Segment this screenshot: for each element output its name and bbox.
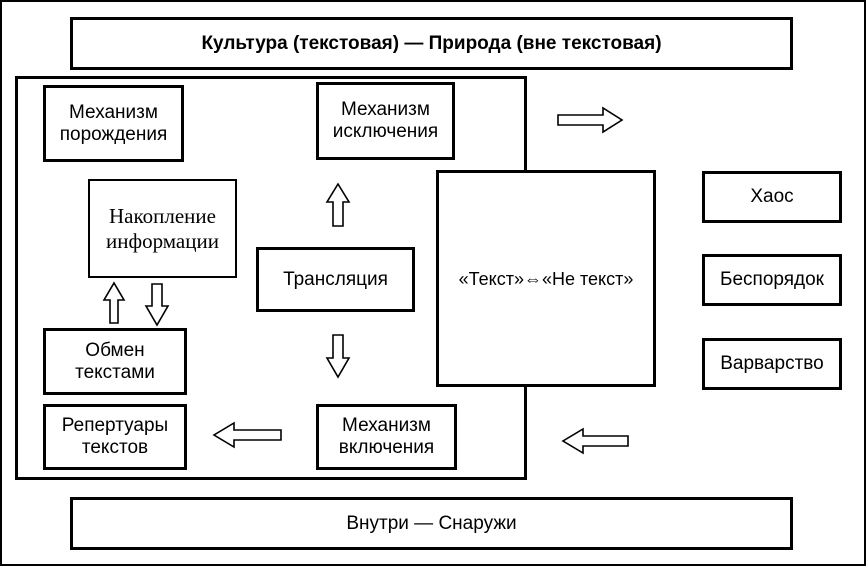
repertoires-box: Репертуары текстов bbox=[43, 404, 187, 470]
mechanism-exclusion-label: Механизм исключения bbox=[332, 99, 439, 142]
exchange-label: Обмен текстами bbox=[75, 339, 155, 383]
translation-label: Трансляция bbox=[283, 268, 388, 290]
mechanism-exclusion-box: Механизм исключения bbox=[316, 82, 455, 160]
mechanism-inclusion-label: Механизм включения bbox=[338, 415, 435, 458]
translation-box: Трансляция bbox=[256, 247, 415, 312]
exchange-box: Обмен текстами bbox=[43, 328, 187, 395]
mechanism-generation-box: Механизм порождения bbox=[43, 85, 184, 162]
chaos-label: Хаос bbox=[750, 186, 794, 207]
header-title: Культура (текстовая) — Природа (вне текс… bbox=[201, 32, 662, 54]
barbarism-box: Варварство bbox=[702, 338, 842, 390]
barbarism-label: Варварство bbox=[720, 353, 824, 374]
footer-title: Внутри — Снаружи bbox=[346, 512, 517, 534]
mechanism-generation-label: Механизм порождения bbox=[59, 101, 168, 145]
mechanism-inclusion-box: Механизм включения bbox=[316, 404, 457, 470]
disorder-box: Беспорядок bbox=[702, 254, 842, 306]
accumulation-label: Накопление информации bbox=[106, 203, 219, 253]
text-nontext-label: «Текст»⇔«Не текст» bbox=[458, 268, 634, 289]
accumulation-box: Накопление информации bbox=[88, 179, 237, 278]
chaos-box: Хаос bbox=[702, 171, 842, 223]
disorder-label: Беспорядок bbox=[720, 269, 824, 290]
header-title-box: Культура (текстовая) — Природа (вне текс… bbox=[70, 17, 793, 70]
footer-title-box: Внутри — Снаружи bbox=[70, 497, 793, 550]
repertoires-label: Репертуары текстов bbox=[61, 415, 169, 458]
text-nontext-box: «Текст»⇔«Не текст» bbox=[436, 170, 656, 387]
